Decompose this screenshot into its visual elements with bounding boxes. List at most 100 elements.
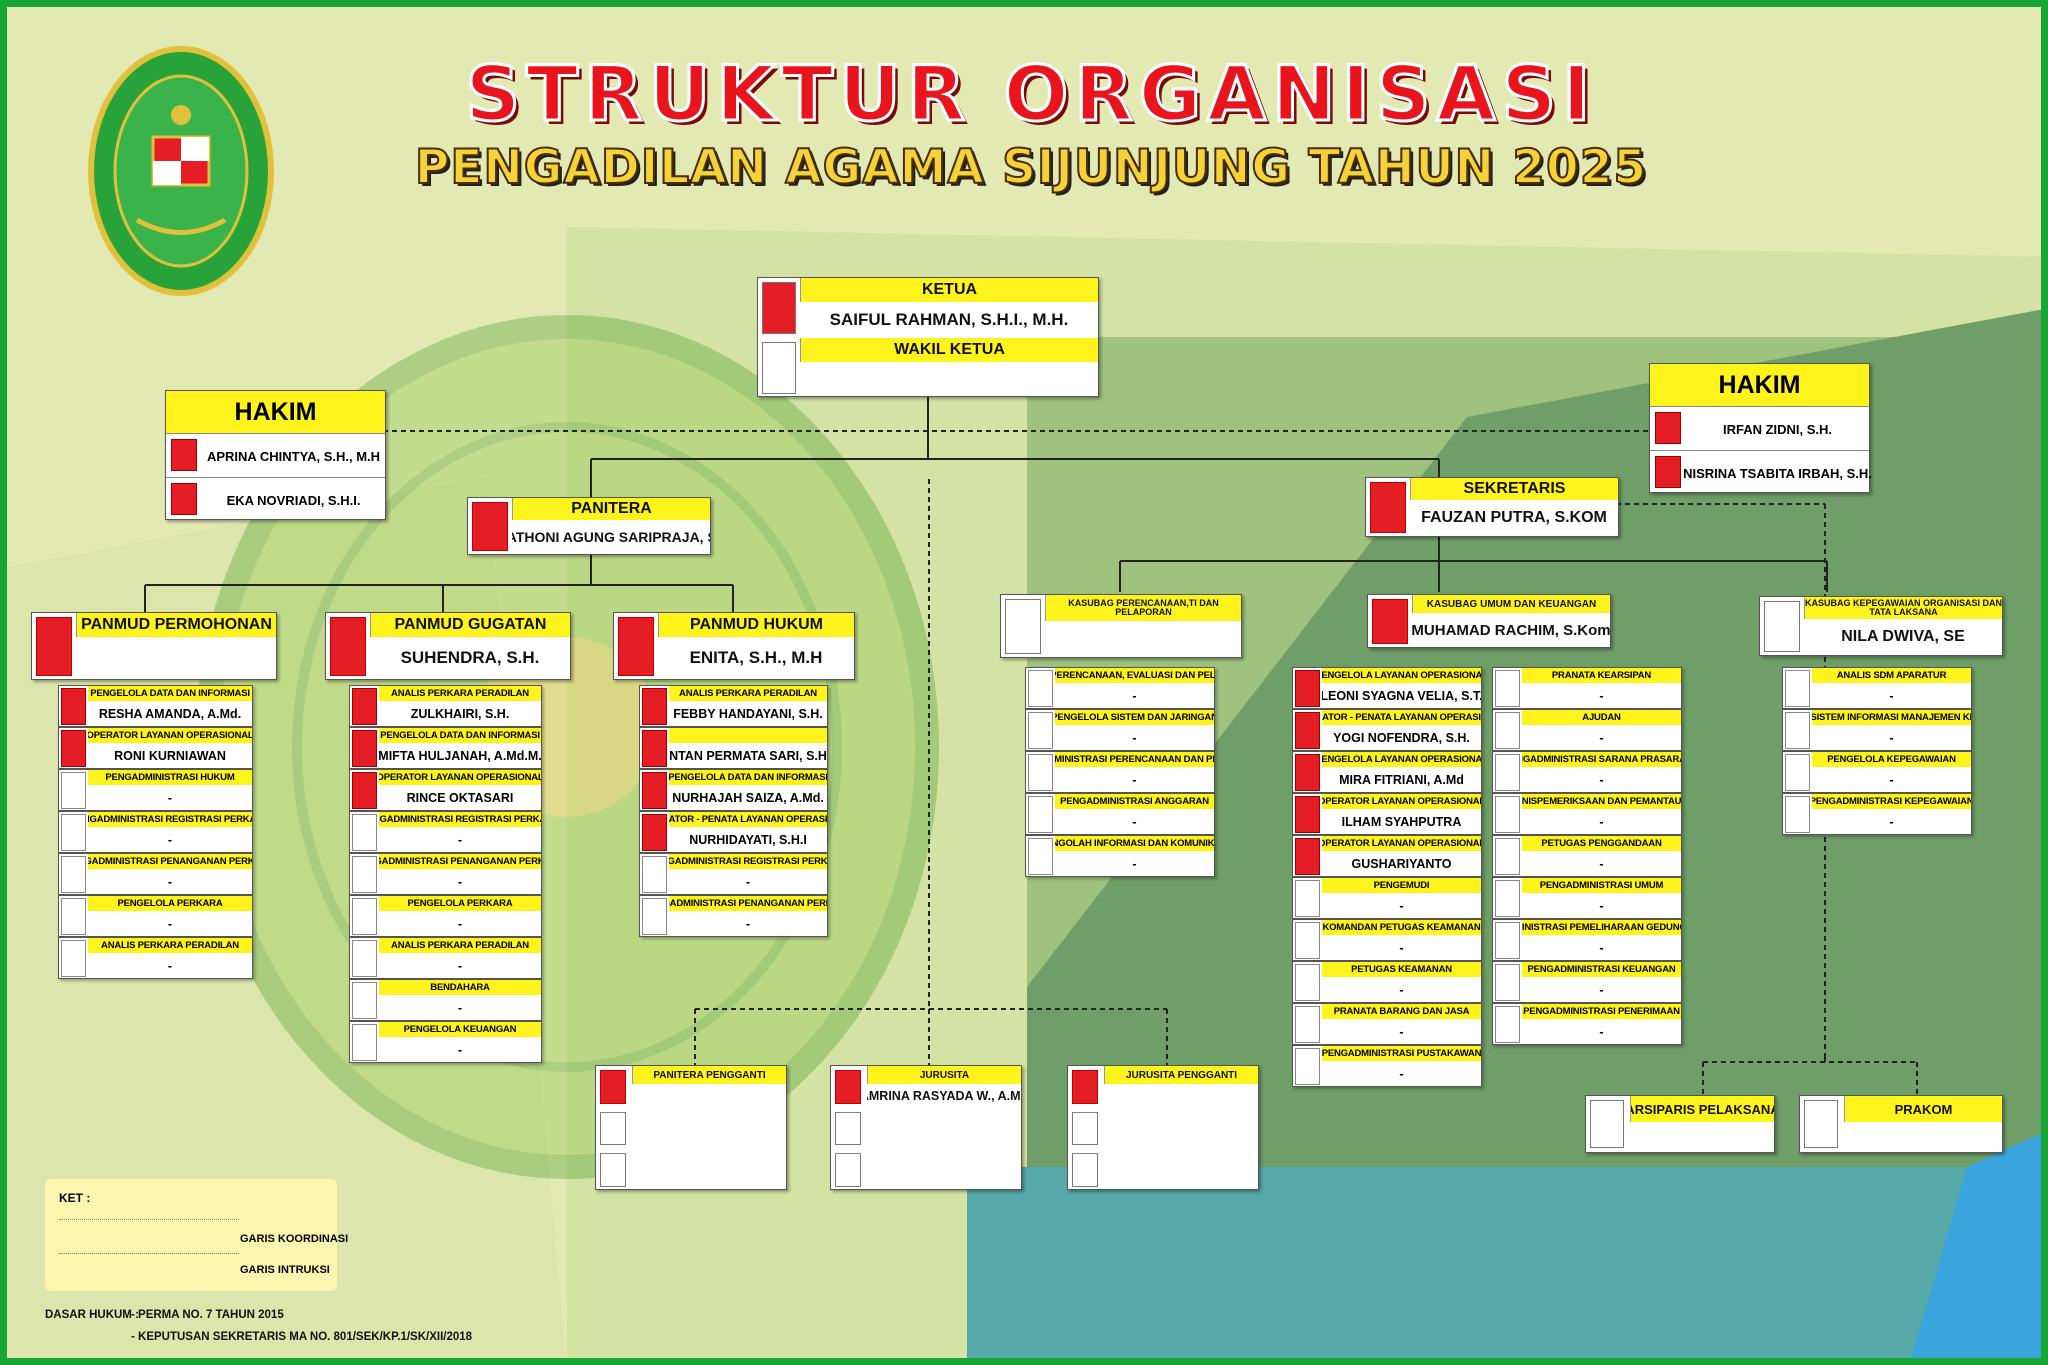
staff-perencanaan-item[interactable]: PENGADMINISTRASI PERENCANAAN DAN PROGRAM…: [1025, 751, 1215, 793]
hakim-left-member-name: APRINA CHINTYA, S.H., M.H: [206, 448, 381, 464]
staff-umum-a-role: PENGEMUDI: [1322, 878, 1481, 893]
court-logo: [87, 45, 275, 297]
staff-umum-b-item[interactable]: PETUGAS PENGGANDAAN-: [1492, 835, 1682, 877]
staff-gugatan-item[interactable]: PENGADMINISTRASI PENANGANAN PERKARA-: [349, 853, 542, 895]
staff-umum-b-name: -: [1599, 982, 1604, 997]
staff-umum-b-item[interactable]: PENGADMINISTRASI TEKNISPEMERIKSAAN DAN P…: [1492, 793, 1682, 835]
hakim-right-member[interactable]: NISRINA TSABITA IRBAH, S.H.: [1650, 450, 1872, 495]
staff-umum-b-item[interactable]: PENGADMINISTRASI UMUM-: [1492, 877, 1682, 919]
staff-umum-a-photo: [1295, 796, 1320, 833]
staff-hukum-item[interactable]: OPERATOR - PENATA LAYANAN OPERASIONALNUR…: [639, 811, 828, 853]
staff-gugatan-item[interactable]: PENGELOLA KEUANGAN-: [349, 1021, 542, 1063]
kasubag-perencanaan-box[interactable]: KASUBAG PERENCANAAN,TI DAN PELAPORAN: [1000, 594, 1242, 658]
staff-hukum-item[interactable]: INTAN PERMATA SARI, S.H.: [639, 727, 828, 769]
staff-umum-b-item[interactable]: PENGADMINISTRASI KEUANGAN-: [1492, 961, 1682, 1003]
staff-hukum-photo: [642, 856, 667, 893]
staff-permohonan-photo: [61, 688, 86, 725]
staff-umum-b-item[interactable]: PENGADMINISTRASI SARANA PRASARANA-: [1492, 751, 1682, 793]
staff-permohonan-item[interactable]: PENGADMINISTRASI REGISTRASI PERKARA-: [58, 811, 253, 853]
panitera-box[interactable]: PANITERAERATHONI AGUNG SARIPRAJA, S.H.: [467, 497, 711, 555]
staff-umum-a-item[interactable]: PENGEMUDI -: [1292, 877, 1482, 919]
staff-umum-b-role: AJUDAN: [1522, 710, 1681, 725]
staff-umum-a-role: KOMANDAN PETUGAS KEAMANAN: [1322, 920, 1481, 935]
staff-umum-a-item[interactable]: PENGADMINISTRASI PUSTAKAWAN-: [1292, 1045, 1482, 1087]
staff-perencanaan-photo: [1028, 754, 1053, 791]
staff-gugatan-name: -: [457, 832, 463, 847]
hakim-left-member[interactable]: EKA NOVRIADI, S.H.I.: [166, 477, 385, 522]
staff-umum-a-item[interactable]: KOMANDAN PETUGAS KEAMANAN-: [1292, 919, 1482, 961]
hakim-left-member-photo: [171, 483, 197, 515]
staff-hukum-name: FEBBY HANDAYANI, S.H.: [673, 706, 823, 721]
staff-permohonan-item[interactable]: PENGADMINISTRASI PENANGANAN PERKARA-: [58, 853, 253, 895]
staff-perencanaan-item[interactable]: PENGELOLA SISTEM DAN JARINGAN-: [1025, 709, 1215, 751]
prakom-box-label: PRAKOM: [1844, 1096, 2002, 1122]
staff-permohonan-photo: [61, 856, 86, 893]
staff-permohonan-item[interactable]: PENGADMINISTRASI HUKUM-: [58, 769, 253, 811]
panitera-pengganti-box[interactable]: PANITERA PENGGANTI: [595, 1065, 787, 1190]
kasubag-kepegawaian-box[interactable]: KASUBAG KEPEGAWAIAN ORGANISASI DAN TATA …: [1759, 596, 2003, 656]
staff-kepegawaian-item[interactable]: PENGELOLA KEPEGAWAIAN-: [1782, 751, 1972, 793]
staff-perencanaan-item[interactable]: PENGADMINISTRASI ANGGARAN-: [1025, 793, 1215, 835]
jurusita-pengganti-box[interactable]: JURUSITA PENGGANTI: [1067, 1065, 1259, 1190]
panmud-gugatan-box[interactable]: PANMUD GUGATAN SUHENDRA, S.H.: [325, 612, 571, 680]
arsiparis-box[interactable]: ARSIPARIS PELAKSANA: [1585, 1095, 1775, 1153]
staff-permohonan-item[interactable]: PENGELOLA PERKARA-: [58, 895, 253, 937]
staff-kepegawaian-item[interactable]: PENGELOLA SISTEM INFORMASI MANAJEMEN KEP…: [1782, 709, 1972, 751]
staff-umum-a-role: OPERATOR - PENATA LAYANAN OPERASIONAL: [1322, 710, 1481, 725]
staff-umum-b-role: PENGADMINISTRASI TEKNISPEMERIKSAAN DAN P…: [1522, 794, 1681, 809]
staff-kepegawaian-item[interactable]: ANALIS SDM APARATUR-: [1782, 667, 1972, 709]
staff-hukum-item[interactable]: PENGADMINISTRASI REGISTRASI PERKARA-: [639, 853, 828, 895]
prakom-box-photo: [1804, 1100, 1838, 1148]
staff-umum-b-item[interactable]: PENGADMINISTRASI PENERIMAAN-: [1492, 1003, 1682, 1045]
staff-gugatan-item[interactable]: BENDAHARA-: [349, 979, 542, 1021]
staff-umum-a-item[interactable]: PETUGAS KEAMANAN-: [1292, 961, 1482, 1003]
staff-hukum-item[interactable]: PENGADMINISTRASI PENANGANAN PERKARA-: [639, 895, 828, 937]
hakim-right-member[interactable]: IRFAN ZIDNI, S.H.: [1650, 406, 1869, 451]
hakim-right-member-name: NISRINA TSABITA IRBAH, S.H.: [1683, 465, 1872, 481]
hakim-left-member[interactable]: APRINA CHINTYA, S.H., M.H: [166, 433, 385, 478]
staff-umum-a-item[interactable]: PRANATA BARANG DAN JASA-: [1292, 1003, 1482, 1045]
staff-umum-b-item[interactable]: PENGADMINISTRASI PEMELIHARAAN GEDUNG KAN…: [1492, 919, 1682, 961]
staff-gugatan-item[interactable]: ANALIS PERKARA PERADILAN-: [349, 937, 542, 979]
staff-gugatan-item[interactable]: PENGADMINISTRASI REGISTRASI PERKARA-: [349, 811, 542, 853]
staff-umum-b-item[interactable]: AJUDAN-: [1492, 709, 1682, 751]
staff-gugatan-item[interactable]: PENGELOLA PERKARA-: [349, 895, 542, 937]
staff-permohonan-name: -: [167, 874, 173, 889]
staff-perencanaan-item[interactable]: PENGOLAH INFORMASI DAN KOMUNIKASI-: [1025, 835, 1215, 877]
staff-gugatan-photo: [352, 982, 377, 1019]
staff-umum-b-item[interactable]: PRANATA KEARSIPAN-: [1492, 667, 1682, 709]
staff-umum-a-name: -: [1399, 898, 1404, 913]
staff-umum-a-name: GUSHARIYANTO: [1351, 856, 1452, 871]
staff-kepegawaian-item[interactable]: PENGADMINISTRASI KEPEGAWAIAN-: [1782, 793, 1972, 835]
prakom-box[interactable]: PRAKOM: [1799, 1095, 2003, 1153]
staff-kepegawaian-photo: [1785, 796, 1810, 833]
staff-umum-a-photo: [1295, 712, 1320, 749]
panmud-gugatan-box-name: SUHENDRA, S.H.: [400, 648, 540, 667]
staff-perencanaan-name: -: [1132, 856, 1137, 871]
panmud-gugatan-box-label: PANMUD GUGATAN: [370, 613, 570, 637]
panmud-permohonan-box[interactable]: PANMUD PERMOHONAN: [31, 612, 277, 680]
staff-umum-a-item[interactable]: OPERATOR - PENATA LAYANAN OPERASIONALYOG…: [1292, 709, 1482, 751]
staff-umum-a-name: -: [1399, 982, 1404, 997]
staff-perencanaan-item[interactable]: ANALIS PERENCANAAN, EVALUASI DAN PELAPOR…: [1025, 667, 1215, 709]
staff-gugatan-role: ANALIS PERKARA PERADILAN: [379, 686, 541, 701]
staff-permohonan-item[interactable]: ANALIS PERKARA PERADILAN-: [58, 937, 253, 979]
